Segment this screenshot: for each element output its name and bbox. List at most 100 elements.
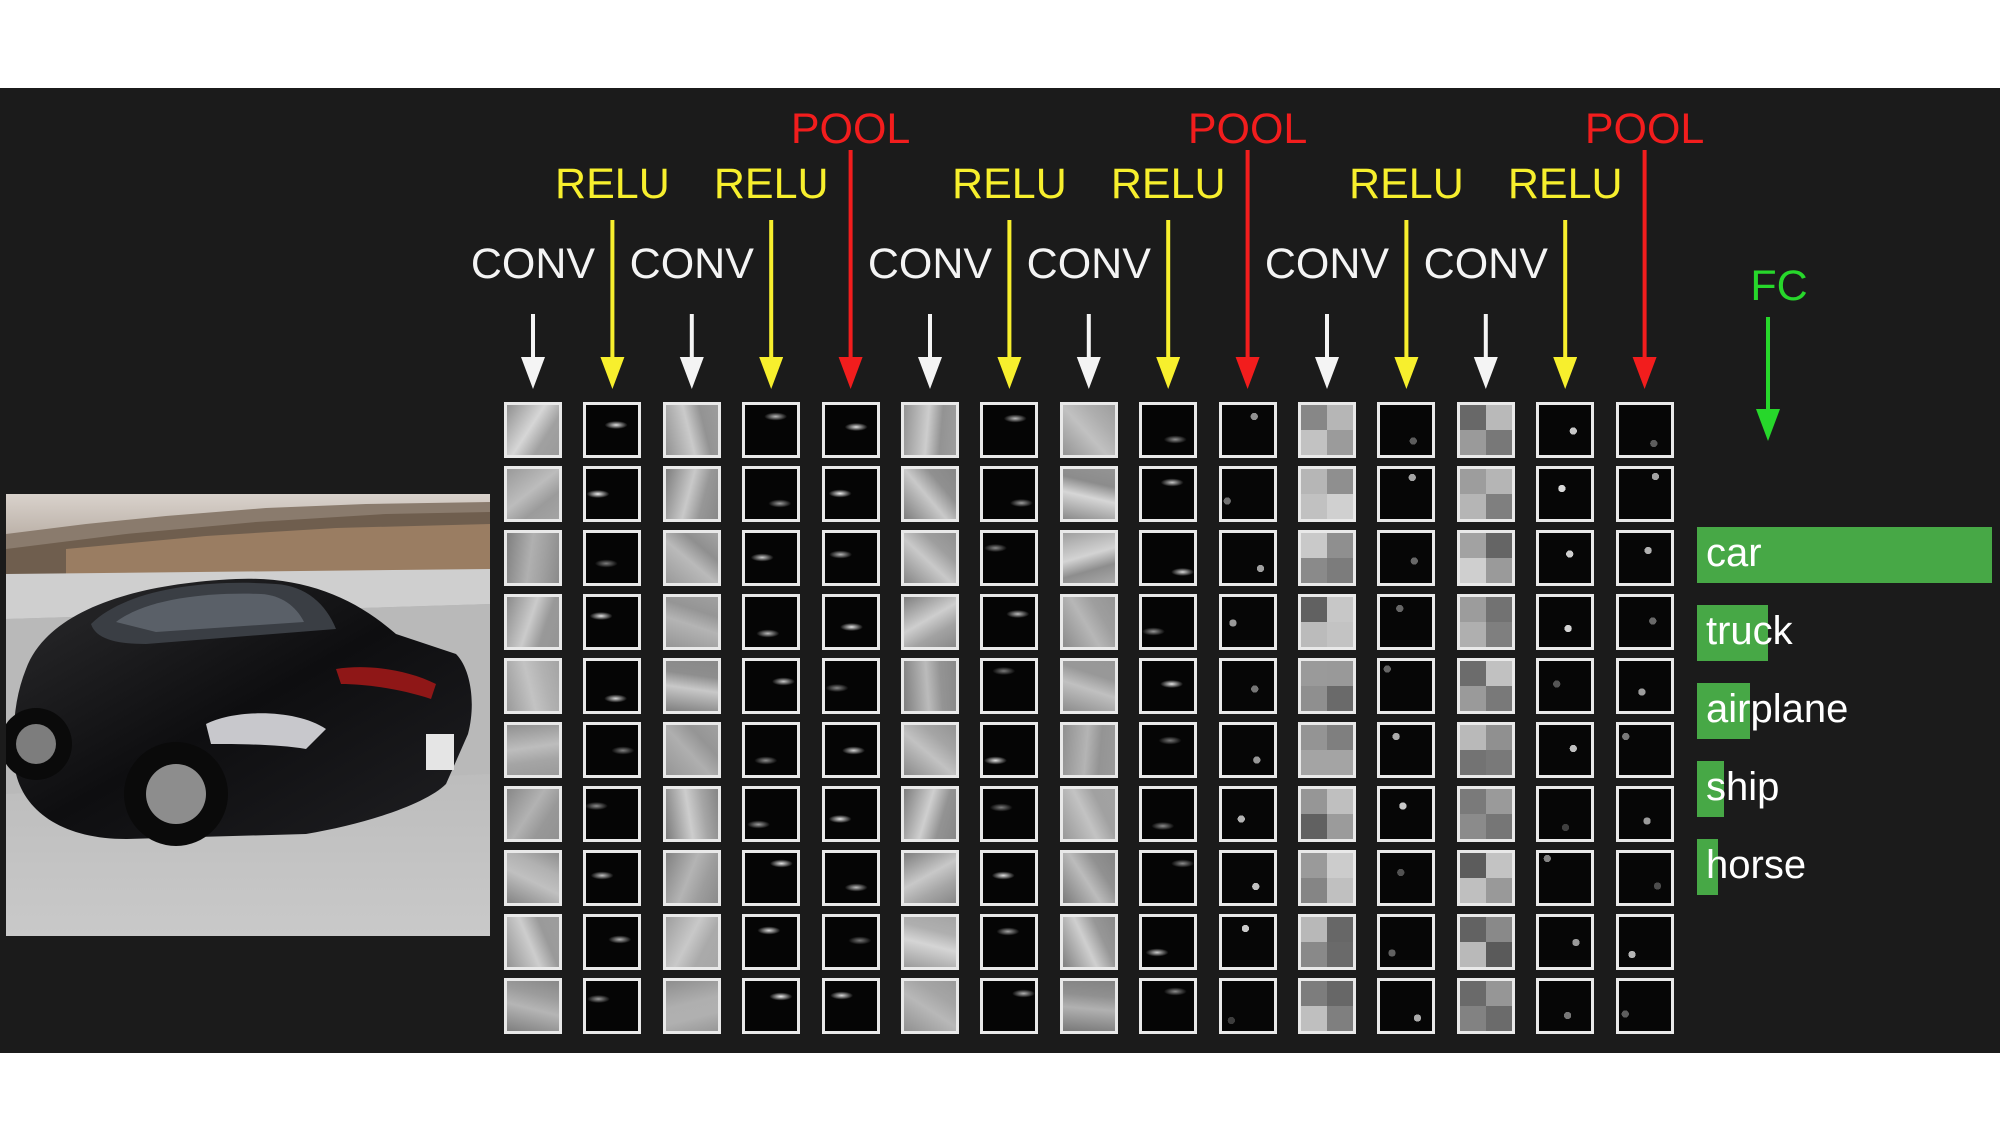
feature-map-cell	[583, 978, 642, 1034]
relu-label: RELU	[1507, 160, 1623, 208]
feature-map-cell	[742, 914, 801, 970]
feature-map-cell	[1218, 402, 1277, 458]
feature-map-cell	[1377, 978, 1436, 1034]
feature-map-cell	[662, 914, 721, 970]
feature-map-cell	[742, 978, 801, 1034]
feature-map-cell	[1298, 722, 1356, 778]
feature-map-cell	[1536, 978, 1595, 1034]
feature-map-cell	[1615, 786, 1674, 842]
feature-map-cell	[504, 658, 562, 714]
feature-map-cell	[1615, 402, 1674, 458]
feature-map-cell	[504, 402, 562, 458]
feature-map-cell	[662, 466, 721, 522]
feature-map-cell	[1536, 466, 1595, 522]
feature-map-cell	[583, 722, 642, 778]
feature-map-cell	[1059, 402, 1118, 458]
feature-map-column	[742, 402, 801, 1034]
feature-map-cell	[901, 530, 959, 586]
feature-map-cell	[901, 978, 959, 1034]
feature-map-cell	[1298, 914, 1356, 970]
feature-map-cell	[1059, 530, 1118, 586]
feature-map-cell	[504, 594, 562, 650]
feature-map-cell	[821, 402, 880, 458]
feature-map-cell	[1218, 978, 1277, 1034]
feature-map-cell	[1377, 914, 1436, 970]
feature-map-cell	[583, 658, 642, 714]
feature-map-column	[1218, 402, 1277, 1034]
feature-map-cell	[1139, 722, 1198, 778]
feature-map-cell	[662, 786, 721, 842]
feature-map-cell	[662, 594, 721, 650]
score-bar-ship	[1697, 761, 1724, 817]
feature-map-cell	[1218, 722, 1277, 778]
score-bar-truck	[1697, 605, 1768, 661]
feature-map-cell	[1377, 850, 1436, 906]
feature-map-column	[1456, 402, 1515, 1034]
feature-map-cell	[662, 978, 721, 1034]
feature-map-cell	[1615, 530, 1674, 586]
feature-map-cell	[1298, 530, 1356, 586]
feature-map-cell	[504, 786, 562, 842]
feature-map-cell	[1456, 466, 1515, 522]
feature-map-cell	[504, 530, 562, 586]
feature-map-cell	[1536, 402, 1595, 458]
feature-map-cell	[1139, 850, 1198, 906]
feature-map-cell	[821, 466, 880, 522]
feature-map-cell	[742, 658, 801, 714]
feature-map-cell	[1456, 594, 1515, 650]
feature-map-column	[821, 402, 880, 1034]
feature-map-cell	[901, 658, 959, 714]
feature-map-cell	[662, 530, 721, 586]
feature-map-cell	[1615, 978, 1674, 1034]
feature-map-column	[1615, 402, 1674, 1034]
feature-map-cell	[1615, 850, 1674, 906]
feature-map-cell	[901, 594, 959, 650]
feature-map-cell	[980, 466, 1039, 522]
feature-map-cell	[742, 722, 801, 778]
feature-map-cell	[821, 530, 880, 586]
feature-map-cell	[662, 850, 721, 906]
feature-map-cell	[1615, 594, 1674, 650]
score-label-ship: ship	[1706, 765, 1780, 809]
feature-map-cell	[980, 978, 1039, 1034]
feature-map-cell	[1377, 594, 1436, 650]
feature-map-column	[1139, 402, 1198, 1034]
pool-label: POOL	[1584, 105, 1705, 153]
conv-label: CONV	[629, 240, 754, 288]
conv-label: CONV	[1264, 240, 1390, 288]
feature-map-cell	[583, 402, 642, 458]
feature-map-cell	[504, 466, 562, 522]
feature-map-cell	[1536, 530, 1595, 586]
feature-map-cell	[504, 722, 562, 778]
relu-label: RELU	[1110, 160, 1226, 208]
feature-map-cell	[1139, 594, 1198, 650]
feature-map-cell	[583, 594, 642, 650]
feature-map-column	[980, 402, 1039, 1034]
feature-map-cell	[742, 530, 801, 586]
relu-label: RELU	[1349, 160, 1464, 208]
feature-map-cell	[901, 786, 959, 842]
feature-map-cell	[980, 722, 1039, 778]
feature-map-cell	[662, 402, 721, 458]
score-label-horse: horse	[1706, 843, 1807, 887]
conv-label: CONV	[470, 240, 596, 288]
feature-map-cell	[583, 466, 642, 522]
input-car-image	[6, 494, 490, 936]
feature-map-cell	[1059, 786, 1118, 842]
relu-label: RELU	[952, 160, 1067, 208]
feature-map-cell	[1059, 850, 1118, 906]
feature-map-cell	[1298, 850, 1356, 906]
feature-map-cell	[1615, 658, 1674, 714]
feature-map-cell	[504, 850, 562, 906]
feature-map-cell	[980, 594, 1039, 650]
feature-map-cell	[821, 594, 880, 650]
feature-map-cell	[1615, 466, 1674, 522]
feature-map-cell	[1298, 594, 1356, 650]
feature-map-cell	[1536, 914, 1595, 970]
feature-map-cell	[504, 978, 562, 1034]
feature-map-cell	[1139, 658, 1198, 714]
feature-map-cell	[742, 850, 801, 906]
feature-map-cell	[1139, 786, 1198, 842]
feature-map-cell	[901, 722, 959, 778]
feature-map-cell	[1536, 594, 1595, 650]
